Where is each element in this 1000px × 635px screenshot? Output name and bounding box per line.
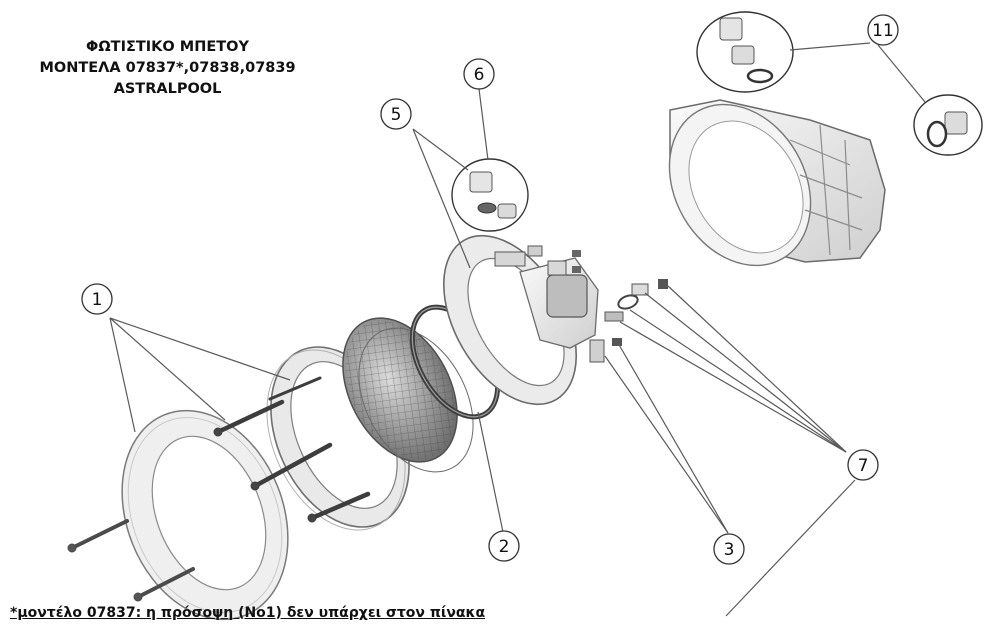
fitting-inset-lower (913, 94, 983, 156)
fitting-inset-upper (696, 11, 794, 93)
callout-2: 2 (488, 530, 520, 562)
title-line-2: ΜΟΝΤΕΛΑ 07837*,07838,07839 (39, 60, 296, 76)
callout-11: 11 (867, 14, 899, 46)
title-line-3: ASTRALPOOL (113, 81, 222, 97)
callout-2-label: 2 (499, 537, 510, 557)
callout-1: 1 (81, 283, 113, 315)
title-line-1: ΦΩΤΙΣΤΙΚΟ ΜΠΕΤΟΥ (86, 39, 249, 55)
callout-3: 3 (713, 533, 745, 565)
footnote: *μοντέλο 07837: η πρόσοψη (Νο1) δεν υπάρ… (10, 605, 486, 621)
callout-3-label: 3 (724, 540, 735, 560)
lamp-lens (342, 317, 474, 473)
callout-1-label: 1 (92, 290, 103, 310)
front-cover-plate (121, 409, 289, 621)
callout-6: 6 (463, 58, 495, 90)
ring-screws (213, 376, 371, 523)
niche-body (668, 99, 886, 267)
callout-5-label: 5 (391, 105, 402, 125)
lamp-housing (442, 234, 605, 406)
leader-lines (109, 42, 926, 617)
callout-6-label: 6 (474, 65, 485, 85)
long-screws (67, 519, 195, 602)
cable-gland-inset (451, 158, 529, 232)
diagram-title: ΦΩΤΙΣΤΙΚΟ ΜΠΕΤΟΥ ΜΟΝΤΕΛΑ 07837*,07838,07… (20, 37, 315, 100)
callout-5: 5 (380, 98, 412, 130)
callout-7: 7 (847, 449, 879, 481)
callout-7-label: 7 (858, 456, 869, 476)
callout-11-label: 11 (872, 21, 894, 41)
terminal-connectors (604, 279, 668, 346)
